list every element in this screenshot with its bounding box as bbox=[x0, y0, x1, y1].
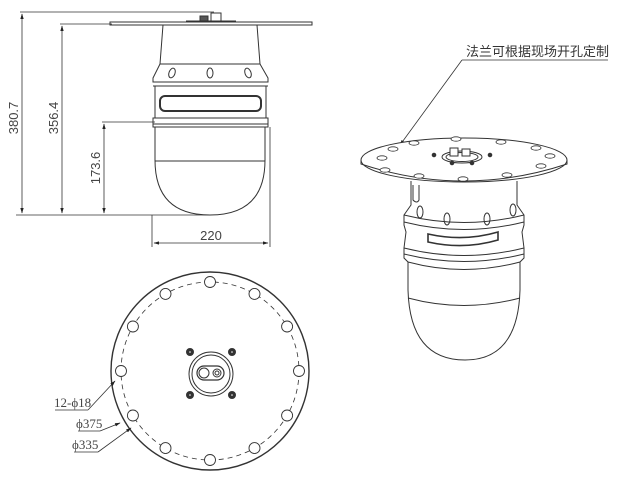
connector-left bbox=[199, 15, 209, 23]
holes-spec-label: 12-ϕ18 bbox=[54, 395, 91, 410]
iso-light-window bbox=[427, 230, 499, 247]
bolt-circle bbox=[120, 281, 300, 461]
dome bbox=[154, 127, 266, 216]
flange-custom-note: 法兰可根据现场开孔定制 bbox=[466, 45, 609, 60]
middle-housing bbox=[154, 85, 267, 119]
front-dimensions bbox=[16, 11, 271, 247]
dim-dome-height: 173.6 bbox=[88, 152, 103, 185]
upper-housing bbox=[159, 24, 261, 65]
dim-overall-height: 380.7 bbox=[6, 102, 21, 135]
dim-flange-height: 356.4 bbox=[46, 102, 61, 135]
bottom-view bbox=[55, 271, 310, 471]
shoulder bbox=[152, 63, 269, 83]
outer-diameter-label: ϕ375 bbox=[76, 416, 102, 431]
isometric-view bbox=[360, 59, 608, 361]
outer-flange-circle bbox=[110, 271, 310, 471]
dim-width: 220 bbox=[200, 228, 222, 243]
connector-right bbox=[210, 12, 222, 23]
bolt-circle-diameter-label: ϕ335 bbox=[72, 437, 98, 452]
light-window bbox=[159, 95, 262, 112]
mounting-holes bbox=[115, 276, 305, 466]
front-view bbox=[109, 12, 313, 216]
iso-flange bbox=[360, 137, 568, 183]
